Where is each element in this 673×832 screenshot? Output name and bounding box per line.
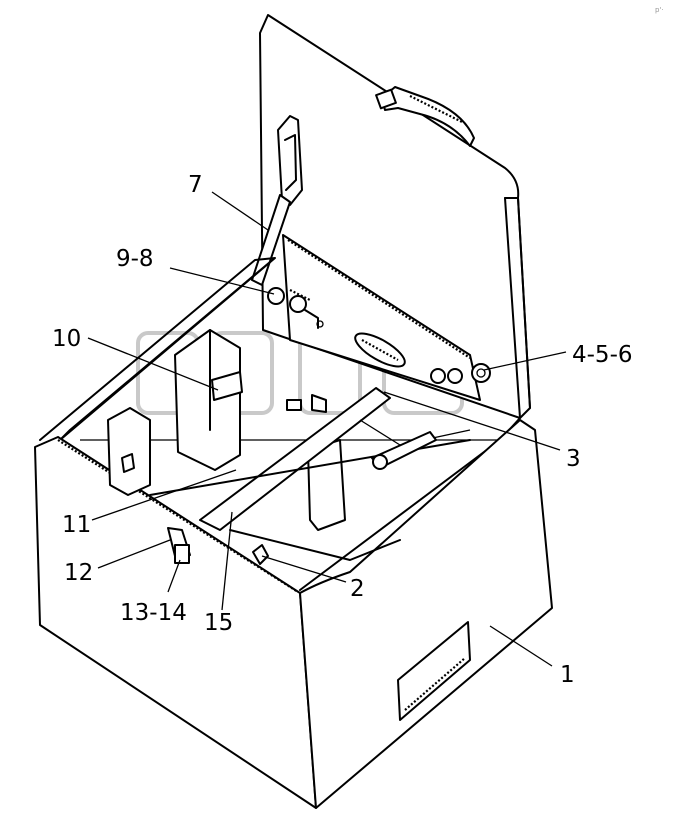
leader-lines xyxy=(87,191,567,667)
callout-12: 12 xyxy=(64,560,93,586)
saw-blade xyxy=(282,234,481,401)
callout-15: 15 xyxy=(204,610,233,636)
callout-11: 11 xyxy=(62,512,91,538)
box-body xyxy=(34,257,553,809)
front-latch xyxy=(167,527,191,564)
clamp-fittings xyxy=(267,287,324,329)
lid-stay-arm xyxy=(251,115,303,286)
callout-10: 10 xyxy=(52,326,81,352)
callout-2: 2 xyxy=(350,576,365,602)
callout-9-8: 9-8 xyxy=(116,246,154,272)
lid-handle xyxy=(381,86,475,147)
callout-7: 7 xyxy=(188,172,203,198)
callout-1: 1 xyxy=(560,662,575,688)
corner-mark: p'· xyxy=(655,6,664,14)
callout-3: 3 xyxy=(566,446,581,472)
interior-compartments xyxy=(107,329,471,565)
callout-13-14: 13-14 xyxy=(120,600,187,626)
callout-labels: 1 2 3 4-5-6 7 9-8 10 11 12 13-14 15 xyxy=(52,172,633,688)
callout-4-5-6: 4-5-6 xyxy=(572,342,633,368)
fittings-4-5-6 xyxy=(430,363,491,384)
